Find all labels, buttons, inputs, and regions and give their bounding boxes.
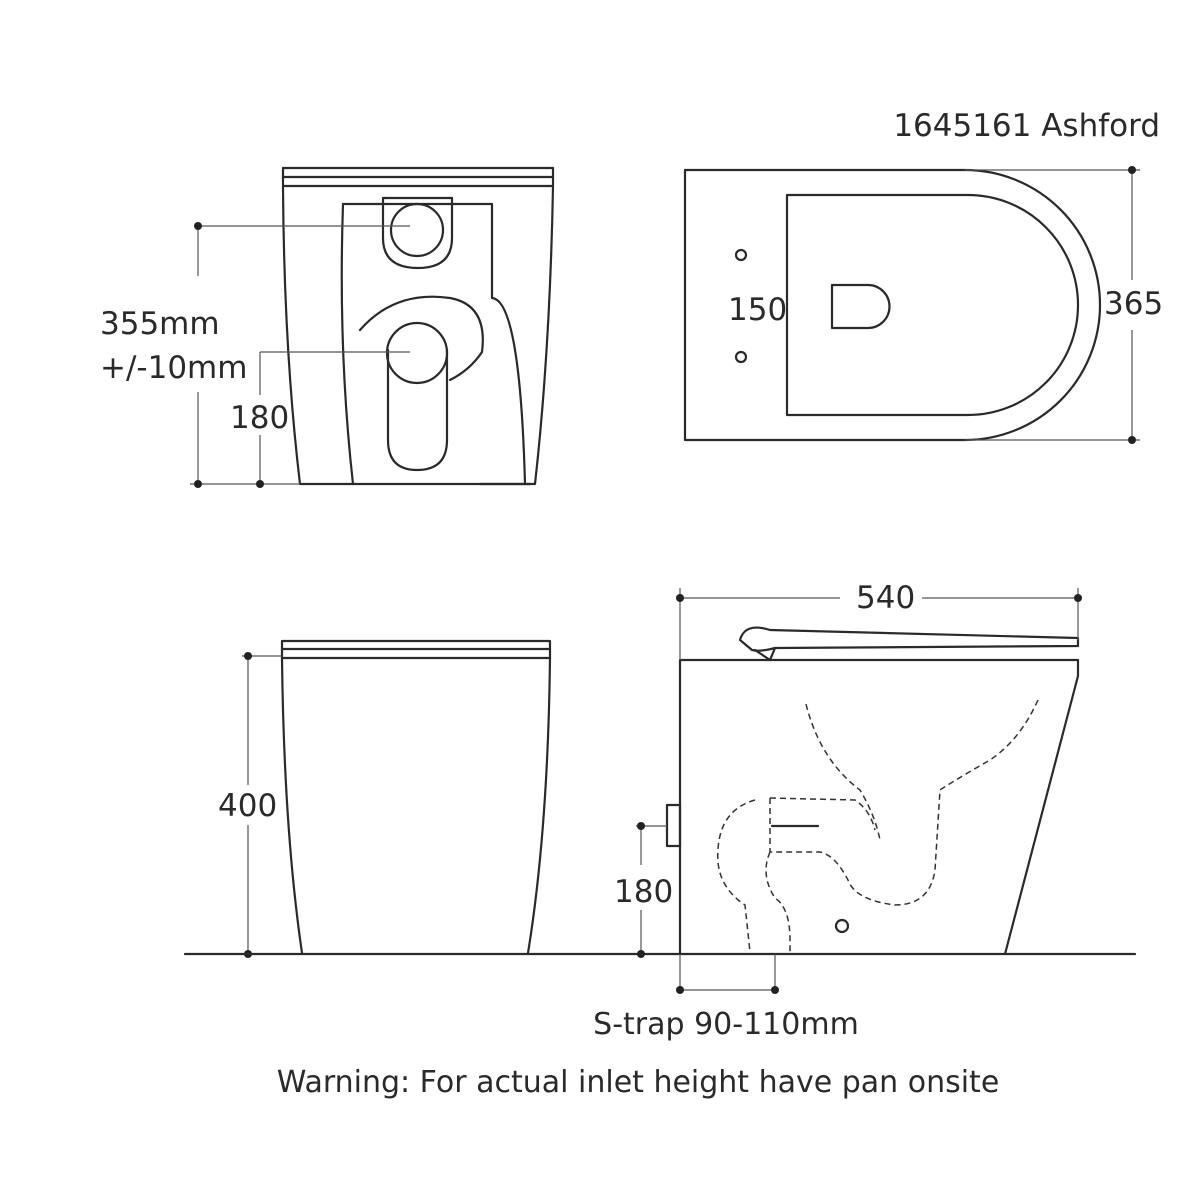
outlet-circle — [385, 321, 449, 385]
hole-spacing-label: 150 — [728, 292, 787, 328]
inlet-tolerance-label: +/-10mm — [100, 350, 247, 386]
warning-caption: Warning: For actual inlet height have pa… — [277, 1065, 1000, 1100]
rear-view — [190, 166, 555, 488]
s-trap-caption: S-trap 90-110mm — [593, 1007, 859, 1042]
front-view — [242, 639, 552, 958]
inlet-height-label: 355mm — [100, 306, 220, 342]
top-view — [683, 166, 1140, 444]
side-length-label: 540 — [856, 580, 915, 616]
top-width-label: 365 — [1104, 286, 1163, 322]
side-view — [636, 588, 1082, 994]
inlet-circle — [389, 202, 445, 258]
rear-outlet-height-label: 180 — [230, 400, 289, 436]
side-outlet-height-label: 180 — [614, 874, 673, 910]
front-height-label: 400 — [218, 788, 277, 824]
model-label: 1645161 Ashford — [893, 108, 1160, 144]
